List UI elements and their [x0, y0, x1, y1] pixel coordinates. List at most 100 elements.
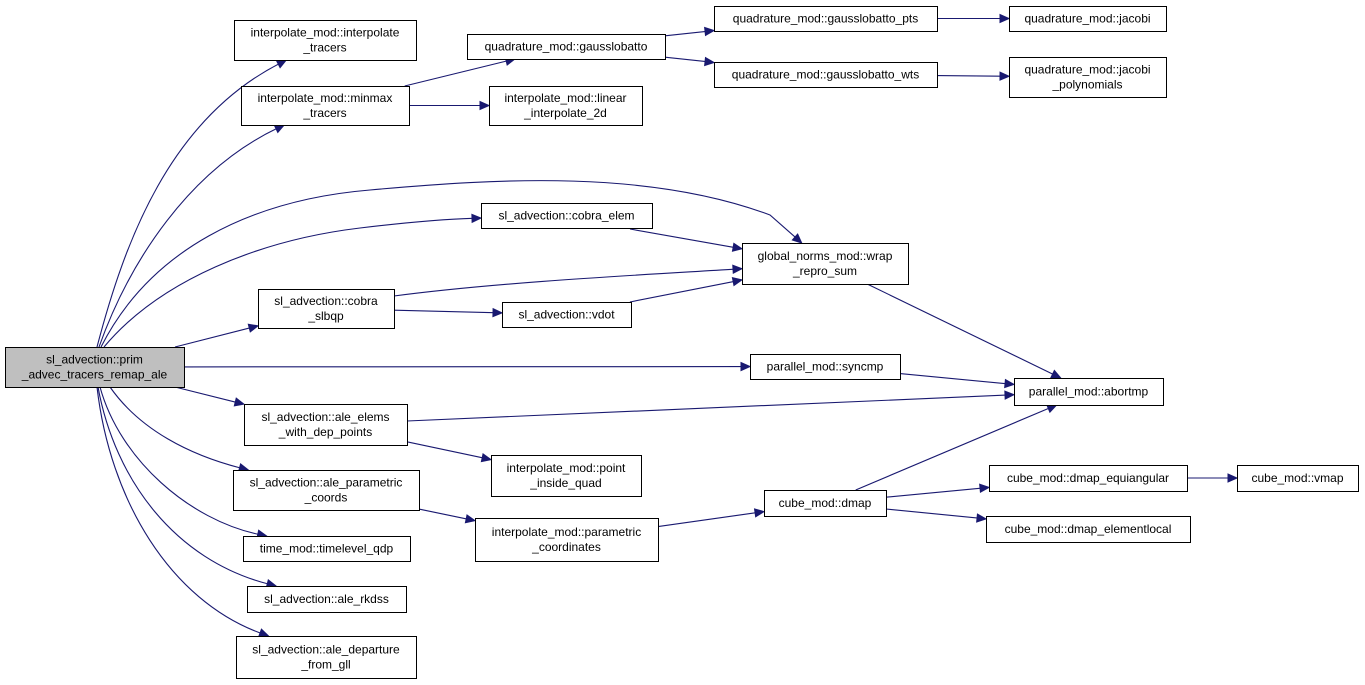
edge-line — [855, 407, 1050, 491]
node-box — [258, 289, 395, 329]
edge-root-to-ale_elems — [174, 386, 246, 407]
node-interp-tracers[interactable]: interpolate_mod::interpolate_tracers — [234, 20, 417, 61]
edge-line — [629, 228, 735, 248]
edge-line — [885, 508, 979, 519]
node-abortmp[interactable]: parallel_mod::abortmp — [1014, 378, 1164, 406]
node-label: interpolate_mod::minmax — [258, 91, 393, 105]
node-label: sl_advection::ale_departure — [252, 643, 400, 657]
node-vmap[interactable]: cube_mod::vmap — [1237, 465, 1359, 492]
node-param-coord[interactable]: interpolate_mod::parametric_coordinates — [475, 518, 659, 562]
node-label: sl_advection::cobra — [274, 294, 378, 308]
node-box — [1237, 465, 1359, 492]
node-label: sl_advection::cobra_elem — [498, 209, 634, 223]
node-label: interpolate_mod::point — [507, 461, 626, 475]
edge-dmap_eq-to-vmap — [1187, 473, 1239, 483]
node-label: sl_advection::ale_elems — [261, 410, 389, 424]
edge-line — [899, 373, 1007, 385]
arrow-head — [976, 513, 988, 523]
node-label: _with_dep_points — [278, 425, 372, 439]
arrow-head — [257, 628, 270, 638]
edge-minmax-to-gausslobatto — [404, 56, 517, 87]
node-jacobi[interactable]: quadrature_mod::jacobi — [1009, 6, 1167, 32]
node-box — [475, 518, 659, 562]
edge-line — [406, 394, 1007, 422]
node-label: parallel_mod::syncmp — [767, 360, 884, 374]
arrow-head — [1050, 369, 1062, 379]
edge-param_coord-to-dmap — [657, 508, 766, 528]
edge-dmap-to-dmap_el — [885, 508, 988, 523]
edge-gl_wts-to-jacobi_poly — [936, 71, 1011, 81]
node-box — [502, 302, 632, 328]
node-gausslobatto[interactable]: quadrature_mod::gausslobatto — [467, 34, 666, 60]
node-dmap-eq[interactable]: cube_mod::dmap_equiangular — [989, 465, 1188, 492]
edge-line — [174, 386, 237, 403]
node-box — [241, 86, 410, 126]
node-box — [467, 34, 666, 60]
arrow-head — [471, 213, 483, 224]
node-box — [986, 516, 1191, 543]
node-gl-pts[interactable]: quadrature_mod::gausslobatto_pts — [714, 6, 938, 32]
node-wrap[interactable]: global_norms_mod::wrap_repro_sum — [742, 243, 909, 285]
node-label: interpolate_mod::linear — [504, 91, 626, 105]
edge-gausslobatto-to-gl_pts — [664, 26, 716, 37]
edge-root-to-departure — [96, 386, 270, 638]
arrow-head — [1004, 390, 1016, 400]
node-label: sl_advection::prim — [46, 353, 143, 367]
arrow-head — [704, 26, 716, 37]
node-syncmp[interactable]: parallel_mod::syncmp — [750, 354, 901, 380]
arrow-head — [1227, 473, 1239, 483]
arrow-head — [480, 452, 493, 463]
arrow-head — [999, 13, 1011, 24]
edge-root-to-minmax — [98, 124, 286, 348]
node-ale-elems[interactable]: sl_advection::ale_elems_with_dep_points — [244, 404, 408, 446]
node-box — [236, 636, 417, 679]
node-box — [1014, 378, 1164, 406]
edge-line — [98, 127, 278, 348]
node-box — [247, 586, 407, 613]
node-label: global_norms_mod::wrap — [758, 249, 893, 263]
node-label: _inside_quad — [529, 476, 601, 490]
arrow-head — [247, 323, 260, 333]
node-dmap-el[interactable]: cube_mod::dmap_elementlocal — [986, 516, 1191, 543]
node-point-quad[interactable]: interpolate_mod::point_inside_quad — [491, 455, 642, 497]
edge-cobra_slbqp-to-wrap — [393, 264, 744, 297]
node-label: _repro_sum — [792, 264, 857, 278]
node-jacobi-poly[interactable]: quadrature_mod::jacobi_polynomials — [1009, 57, 1167, 98]
node-box — [489, 86, 643, 126]
node-label: _tracers — [302, 41, 346, 55]
edge-line — [100, 180, 797, 348]
node-minmax[interactable]: interpolate_mod::minmax_tracers — [241, 86, 410, 126]
node-label: _advec_tracers_remap_ale — [21, 368, 168, 382]
node-departure[interactable]: sl_advection::ale_departure_from_gll — [236, 636, 417, 679]
edge-root-to-syncmp — [183, 361, 752, 372]
node-cobra-elem[interactable]: sl_advection::cobra_elem — [481, 203, 653, 229]
node-linear2d[interactable]: interpolate_mod::linear_interpolate_2d — [489, 86, 643, 126]
edge-line — [629, 280, 735, 303]
node-root[interactable]: sl_advection::prim_advec_tracers_remap_a… — [5, 347, 185, 388]
node-label: _interpolate_2d — [523, 106, 607, 120]
node-box — [233, 470, 420, 511]
arrow-head — [979, 483, 991, 494]
node-ale-param[interactable]: sl_advection::ale_parametric_coords — [233, 470, 420, 511]
node-label: _from_gll — [300, 658, 350, 672]
node-box — [234, 20, 417, 61]
node-box — [481, 203, 653, 229]
node-box — [764, 490, 887, 517]
node-timelevel[interactable]: time_mod::timelevel_qdp — [243, 536, 411, 562]
node-dmap[interactable]: cube_mod::dmap — [764, 490, 887, 517]
edge-root-to-cobra_elem — [103, 213, 483, 348]
edge-line — [96, 386, 262, 634]
node-rkdss[interactable]: sl_advection::ale_rkdss — [247, 586, 407, 613]
node-cobra-slbqp[interactable]: sl_advection::cobra_slbqp — [258, 289, 395, 329]
edge-line — [99, 386, 259, 535]
arrow-head — [273, 124, 286, 134]
edge-dmap-to-dmap_eq — [885, 483, 991, 498]
node-vdot[interactable]: sl_advection::vdot — [502, 302, 632, 328]
node-gl-wts[interactable]: quadrature_mod::gausslobatto_wts — [714, 62, 938, 88]
node-box — [491, 455, 642, 497]
node-box — [714, 62, 938, 88]
node-label: time_mod::timelevel_qdp — [260, 542, 394, 556]
node-label: sl_advection::vdot — [518, 308, 615, 322]
edge-ale_param-to-param_coord — [418, 508, 477, 524]
node-box — [1009, 6, 1167, 32]
